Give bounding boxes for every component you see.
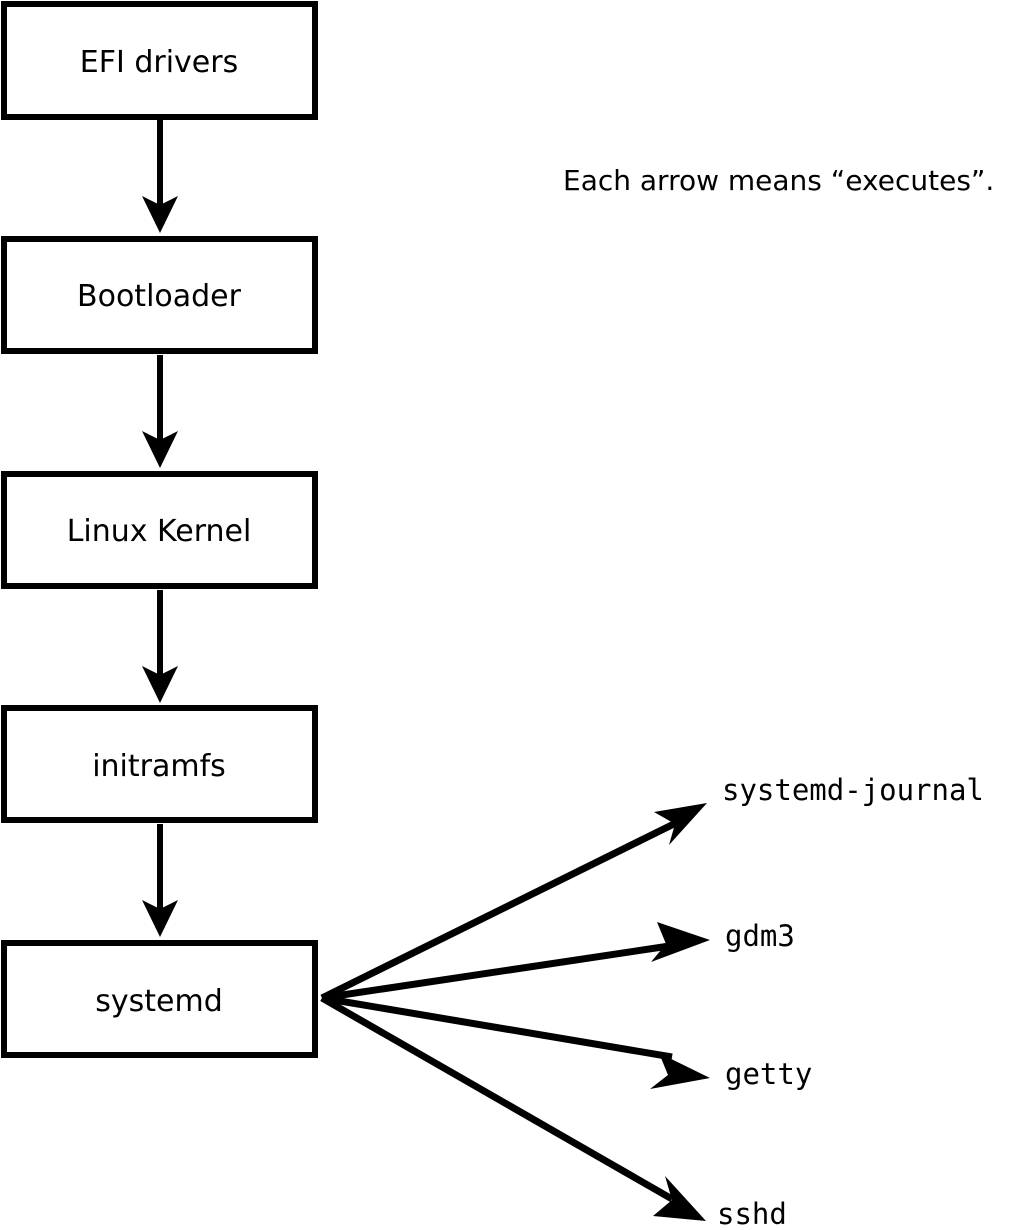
node-label-bootloader: Bootloader <box>77 279 242 314</box>
fan-arrow-getty <box>321 994 710 1089</box>
arrow-head-icon <box>654 803 707 845</box>
chain-arrow-initramfs-to-systemd <box>142 824 178 937</box>
node-linux-kernel[interactable]: Linux Kernel <box>1 471 318 589</box>
leaf-label-getty: getty <box>725 1057 812 1091</box>
fan-arrow-sshd <box>320 994 706 1221</box>
arrow-head-icon <box>142 431 178 468</box>
leaf-label-sshd: sshd <box>717 1197 787 1230</box>
node-label-systemd: systemd <box>95 984 223 1019</box>
fan-arrow-gdm3 <box>321 922 710 1002</box>
node-efi-drivers[interactable]: EFI drivers <box>1 1 318 120</box>
node-label-efi-drivers: EFI drivers <box>80 45 238 80</box>
arrow-head-icon <box>142 666 178 703</box>
chain-arrow-bootloader-to-linux-kernel <box>142 355 178 468</box>
arrow-shaft <box>321 941 677 1002</box>
leaf-label-gdm3: gdm3 <box>725 919 795 953</box>
arrow-head-icon <box>651 922 710 962</box>
leaf-label-systemd-journal: systemd-journal <box>722 773 984 807</box>
node-systemd[interactable]: systemd <box>1 940 318 1058</box>
node-label-initramfs: initramfs <box>92 749 226 784</box>
node-box <box>1 471 318 589</box>
fan-arrow-systemd-journal <box>320 803 707 1002</box>
chain-arrow-efi-drivers-to-bootloader <box>142 120 178 233</box>
node-label-linux-kernel: Linux Kernel <box>67 514 252 549</box>
arrow-shaft <box>320 813 690 1002</box>
arrow-shaft <box>321 994 673 1061</box>
arrow-head-icon <box>142 900 178 937</box>
node-box <box>1 1 318 120</box>
arrow-head-icon <box>142 196 178 233</box>
node-initramfs[interactable]: initramfs <box>1 705 318 823</box>
node-box <box>1 705 318 823</box>
diagram-caption: Each arrow means “executes”. <box>563 164 994 197</box>
arrow-head-icon <box>653 1176 706 1221</box>
node-box <box>1 236 318 354</box>
arrow-head-icon <box>650 1053 710 1089</box>
arrow-shaft <box>320 994 674 1203</box>
node-box <box>1 940 318 1058</box>
chain-arrow-linux-kernel-to-initramfs <box>142 590 178 703</box>
node-bootloader[interactable]: Bootloader <box>1 236 318 354</box>
